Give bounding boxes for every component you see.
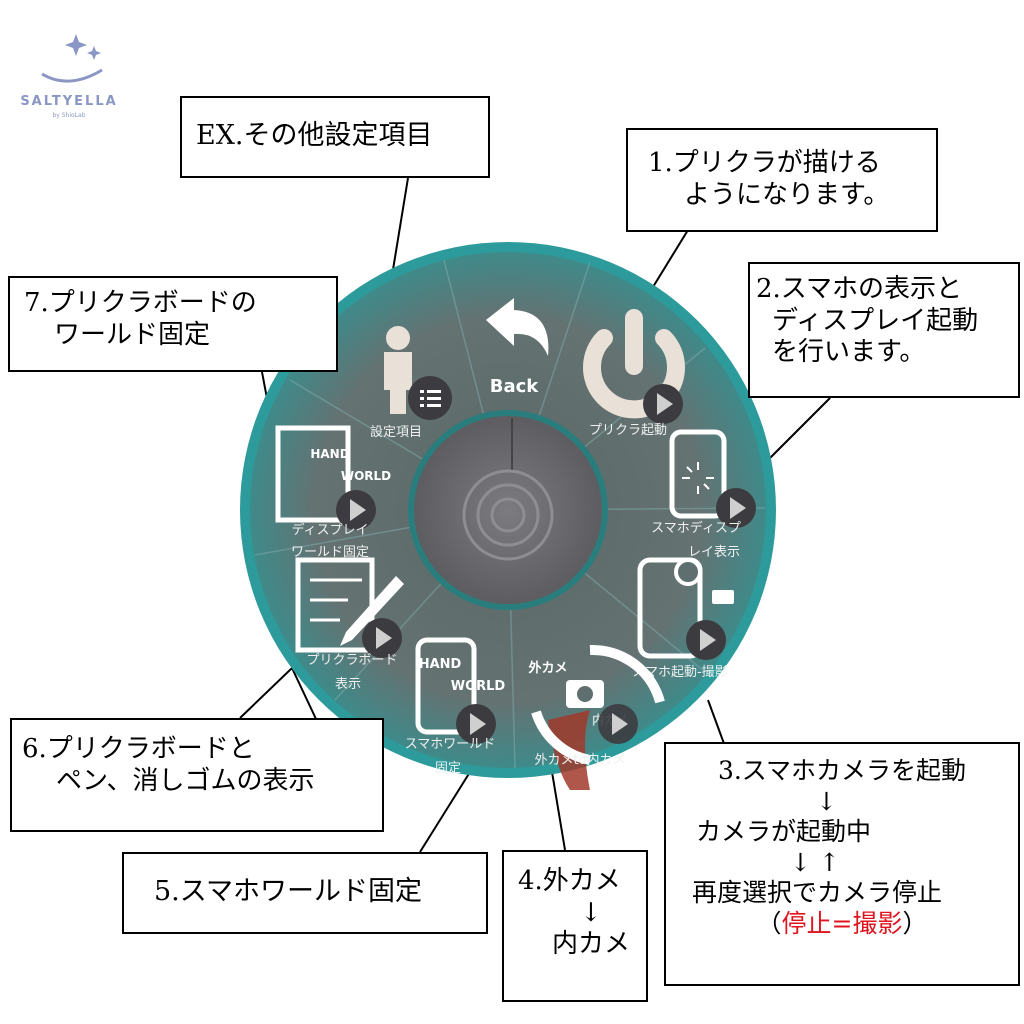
- camera-icon: [712, 590, 734, 604]
- phone-icon: [415, 637, 477, 735]
- settings-label: 設定項目: [370, 424, 422, 440]
- power-icon: [674, 558, 702, 586]
- callout-6-board-pen: 6.プリクラボードと ペン、消しゴムの表示: [10, 718, 384, 832]
- power-label: プリクラ起動: [589, 423, 667, 438]
- hand-tag: HAND: [419, 657, 462, 672]
- display-label-1: スマホディスプ: [651, 520, 741, 536]
- world-tag: WORLD: [451, 679, 506, 694]
- board-world-label-1: ディスプレイ: [291, 522, 368, 538]
- menu-item-power[interactable]: プリクラ起動: [583, 309, 685, 438]
- hub-target-icon: [462, 469, 554, 561]
- board-icon: [275, 425, 351, 523]
- pen-label-1: プリクラボード: [306, 653, 397, 668]
- menu-item-board-pen[interactable]: プリクラボード 表示: [295, 557, 404, 692]
- callout-2-display: 2.スマホの表示と ディスプレイ起動 を行います。: [748, 262, 1020, 398]
- callout-4-switch-camera: 4.外カメ ↓ 内カメ: [502, 850, 648, 1002]
- world-phone-label-2: 固定: [435, 761, 461, 776]
- logo-name: SALTYELLA: [20, 94, 118, 109]
- callout-1-power: 1.プリクラが描ける ようになります。: [626, 128, 938, 232]
- logo-sub: by ShioLab: [52, 112, 86, 119]
- callout-ex-settings: EX.その他設定項目: [180, 96, 490, 178]
- back-arrow-icon: [486, 298, 549, 356]
- out-camera-tag: 外カメ: [527, 660, 567, 676]
- world-tag: WORLD: [341, 469, 391, 483]
- menu-item-phone-camera[interactable]: スマホ起動-撮影: [632, 557, 734, 680]
- rotate-arrow-icon: [589, 644, 665, 704]
- camera-label: スマホ起動-撮影: [632, 664, 727, 680]
- callout-3-camera: 3.スマホカメラを起動 ↓ カメラが起動中 ↓ ↑ 再度選択でカメラ停止 （停止…: [664, 742, 1020, 986]
- saltyella-logo: SALTYELLA by ShioLab: [14, 24, 124, 129]
- menu-item-switch-camera[interactable]: 外カメ 内カメ 外カメto内カメ: [527, 644, 665, 790]
- phone-icon: [637, 557, 703, 659]
- callout-7-board-world: 7.プリクラボードの ワールド固定: [8, 276, 338, 372]
- hub-center[interactable]: [414, 416, 602, 604]
- display-label-2: レイ表示: [688, 545, 740, 560]
- board-world-label-2: ワールド固定: [291, 545, 369, 560]
- menu-item-board-world[interactable]: HAND WORLD ディスプレイ ワールド固定: [275, 425, 391, 560]
- person-icon: [386, 326, 410, 350]
- pen-icon: [340, 576, 404, 646]
- power-icon: [583, 329, 685, 419]
- back-label: Back: [490, 376, 540, 397]
- pen-label-2: 表示: [335, 677, 361, 692]
- menu-item-phone-display[interactable]: スマホディスプ レイ表示: [651, 429, 756, 560]
- hand-tag: HAND: [310, 447, 349, 461]
- callout-3-stop-note: （停止=撮影）: [756, 908, 928, 938]
- callout-5-phone-world: 5.スマホワールド固定: [122, 852, 488, 934]
- menu-item-phone-world[interactable]: HAND WORLD スマホワールド 固定: [405, 637, 506, 776]
- menu-item-settings[interactable]: 設定項目: [370, 326, 452, 440]
- back-button[interactable]: Back: [486, 298, 549, 397]
- moon-star-logo-icon: [41, 34, 103, 89]
- phone-icon: [669, 429, 727, 519]
- world-phone-label-1: スマホワールド: [405, 737, 496, 752]
- switch-camera-label: 外カメto内カメ: [534, 752, 625, 768]
